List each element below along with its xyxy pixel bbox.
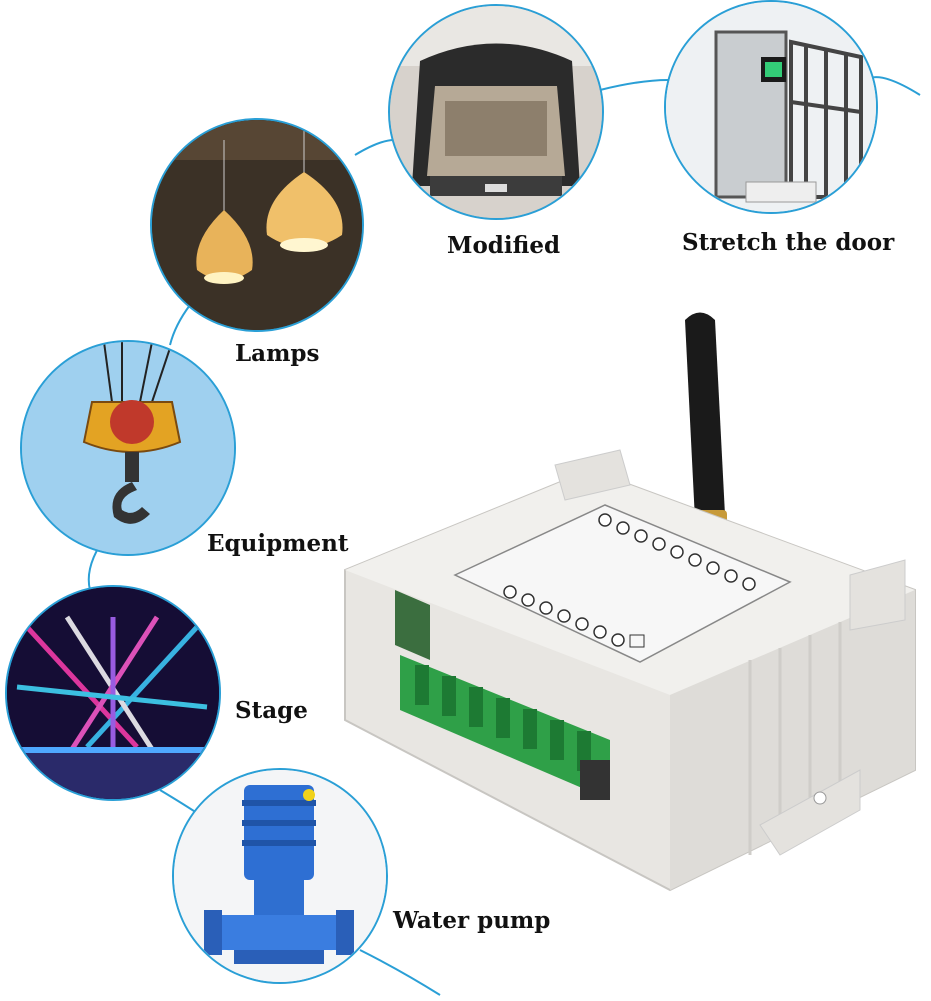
stage-lights-image bbox=[5, 585, 221, 801]
crane-hook-image bbox=[20, 340, 236, 556]
label-stage: Stage bbox=[235, 697, 308, 724]
gate-image bbox=[664, 0, 878, 214]
label-equipment: Equipment bbox=[207, 530, 349, 557]
relay-controller-product bbox=[330, 300, 920, 900]
water-pump-image bbox=[172, 768, 388, 984]
label-modified: Modified bbox=[447, 232, 561, 259]
car-trunk-image bbox=[388, 4, 604, 220]
label-lamps: Lamps bbox=[235, 340, 320, 367]
label-stretch-door: Stretch the door bbox=[682, 229, 895, 256]
label-water-pump: Water pump bbox=[393, 907, 551, 934]
